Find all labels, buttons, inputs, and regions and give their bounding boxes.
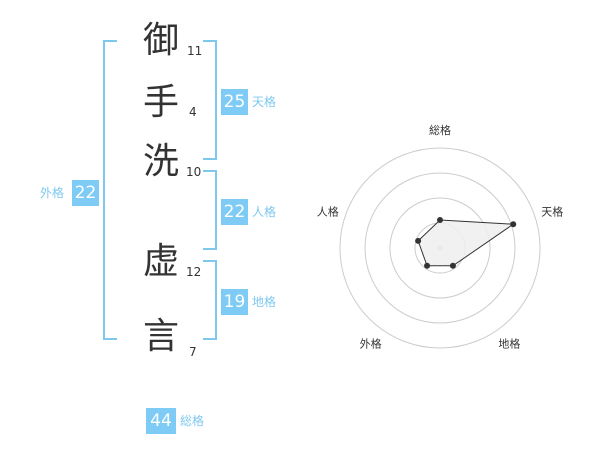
stroke-count-1: 11 (187, 44, 203, 58)
soukaku-label: 総格 (180, 414, 205, 428)
jinkaku-bracket (203, 170, 217, 250)
name-char-3: 洗 (142, 141, 179, 182)
radar-axis-label: 天格 (541, 205, 563, 219)
chikaku-value-badge: 19 (221, 289, 248, 315)
stroke-count-3: 10 (186, 165, 202, 179)
gaikaku-label: 外格 (40, 186, 65, 200)
radar-axis-label: 外格 (360, 336, 382, 350)
radar-ring (339, 147, 541, 349)
gaikaku-value-badge: 22 (72, 180, 99, 206)
radar-data-polygon (417, 219, 515, 267)
soukaku-value-badge: 44 (146, 408, 176, 434)
radar-rings (339, 147, 541, 349)
tenkaku-value-badge: 25 (221, 89, 248, 115)
radar-point (510, 221, 517, 228)
jinkaku-label: 人格 (252, 205, 277, 219)
radar-points (415, 217, 517, 269)
tenkaku-bracket (203, 40, 217, 160)
jinkaku-value-badge: 22 (221, 199, 248, 225)
chikaku-bracket (203, 260, 217, 340)
stroke-count-5: 7 (189, 345, 197, 359)
radar-point (424, 262, 431, 269)
chikaku-label: 地格 (252, 295, 277, 309)
name-char-4: 虚 (142, 241, 179, 282)
gaikaku-bracket (103, 40, 117, 340)
radar-point (415, 237, 422, 244)
radar-axis-label: 地格 (498, 336, 520, 350)
tenkaku-label: 天格 (252, 95, 277, 109)
stroke-count-2: 4 (189, 105, 197, 119)
radar-point (437, 217, 443, 223)
stroke-count-4: 12 (186, 265, 202, 279)
name-char-5: 言 (142, 316, 179, 357)
name-char-1: 御 (142, 20, 179, 61)
radar-point (449, 262, 456, 269)
radar-ring (389, 197, 491, 299)
radar-axis-label: 人格 (317, 205, 339, 219)
name-char-2: 手 (142, 82, 179, 123)
radar-ring (364, 172, 516, 324)
radar-axis-label: 総格 (429, 123, 451, 137)
